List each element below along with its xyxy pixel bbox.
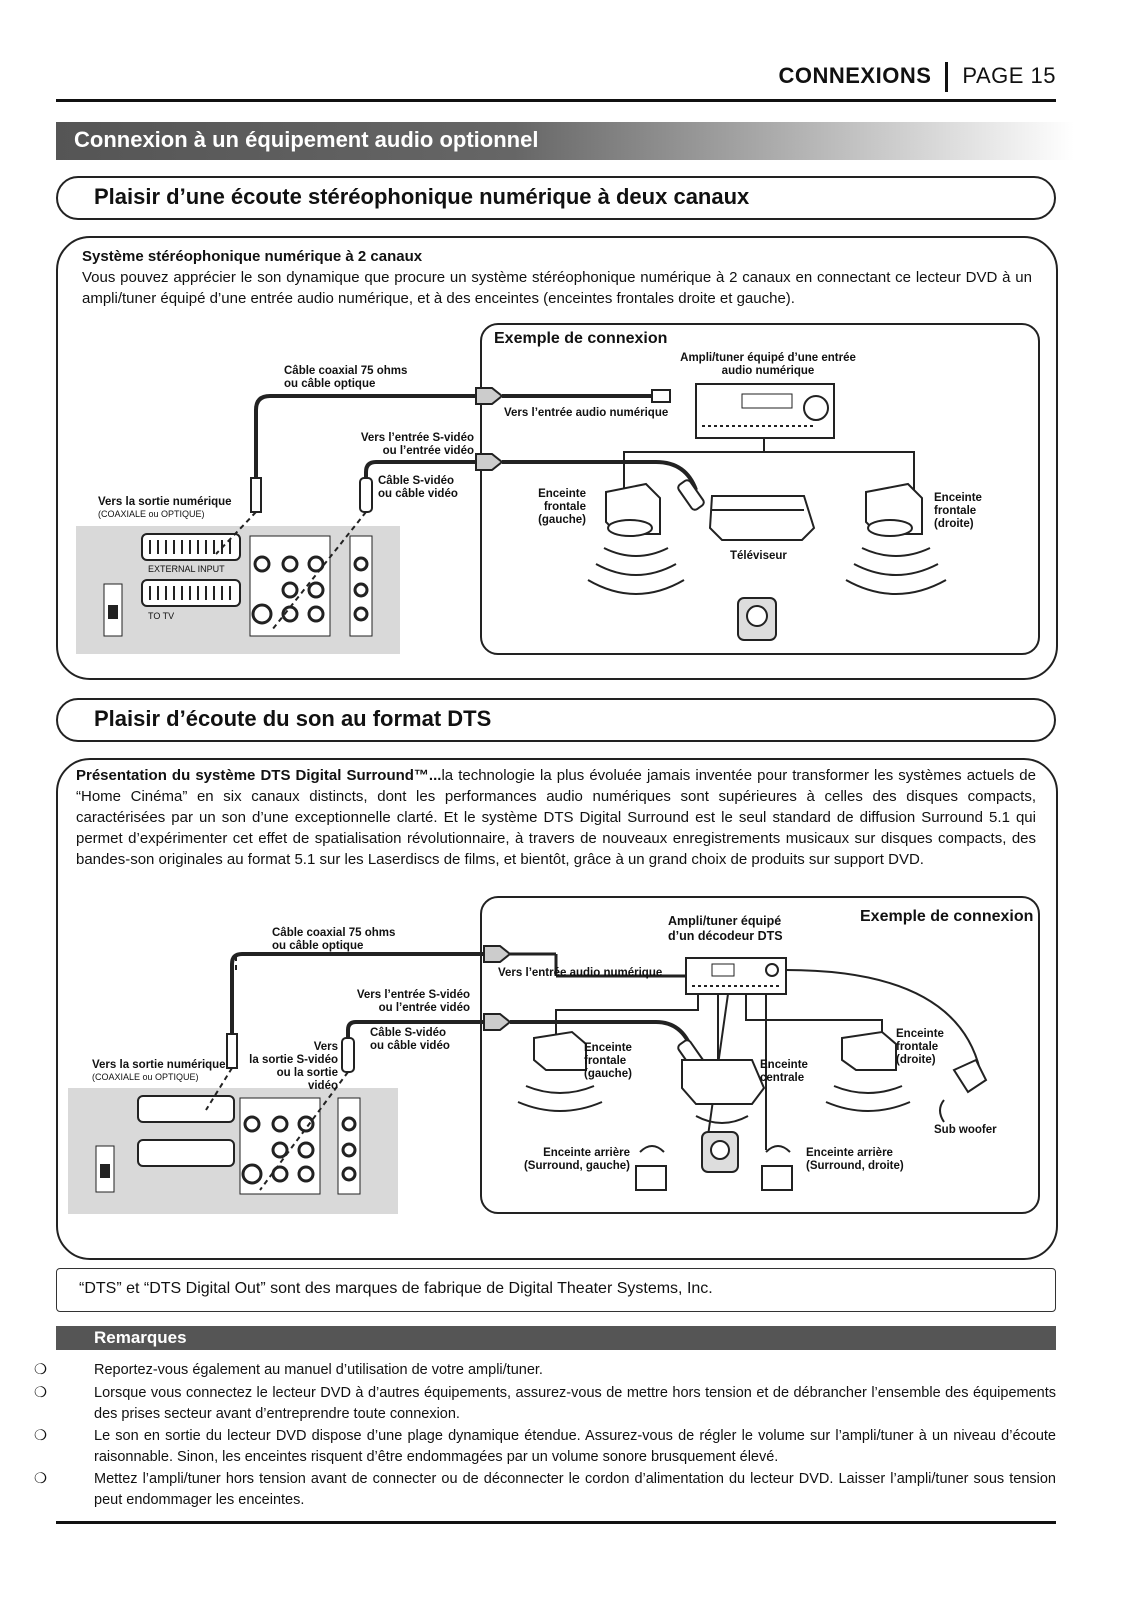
s2-to-digital-input: Vers l’entrée audio numérique bbox=[498, 967, 663, 979]
page-number: PAGE 15 bbox=[962, 62, 1056, 88]
notes-bar: Remarques bbox=[56, 1326, 1056, 1350]
header-divider bbox=[945, 62, 949, 92]
page-header: CONNEXIONS PAGE 15 bbox=[778, 62, 1056, 92]
front-left-speaker bbox=[587, 482, 685, 595]
header-rule bbox=[56, 99, 1056, 102]
section1-example-title: Exemple de connexion bbox=[494, 330, 668, 347]
note-text: Reportez-vous également au manuel d’util… bbox=[94, 1362, 543, 1378]
section1-text: Vous pouvez apprécier le son dynamique q… bbox=[82, 269, 1032, 307]
s2-digital-out: Vers la sortie numérique bbox=[92, 1059, 226, 1071]
s1-to-tv: TO TV bbox=[148, 611, 175, 621]
section2-heading: Plaisir d’écoute du son au format DTS bbox=[94, 706, 492, 731]
note-bullet: ❍ bbox=[34, 1385, 47, 1401]
section2-example-title: Exemple de connexion bbox=[860, 908, 1034, 925]
section2-example-box bbox=[480, 896, 1040, 1214]
note-item: ❍ Le son en sortie du lecteur DVD dispos… bbox=[34, 1426, 1056, 1468]
notes-title: Remarques bbox=[94, 1328, 187, 1347]
section1-heading: Plaisir d’une écoute stéréophonique numé… bbox=[94, 184, 750, 209]
front-l-jack bbox=[281, 555, 299, 573]
digital-cable-2 bbox=[230, 952, 484, 1040]
section1-example-box bbox=[480, 323, 1040, 655]
section1-intro: Système stéréophonique numérique à 2 can… bbox=[82, 246, 1032, 309]
listener-icon bbox=[737, 597, 777, 641]
front-r-jack bbox=[307, 555, 325, 573]
section2-text: la technologie la plus évoluée jamais in… bbox=[76, 767, 1036, 868]
section1-subheading: Système stéréophonique numérique à 2 can… bbox=[82, 248, 423, 265]
s2-rear-right-label: Enceinte arrière(Surround, droite) bbox=[806, 1147, 904, 1172]
optical-jack bbox=[108, 605, 118, 619]
svideo-jack bbox=[251, 603, 273, 625]
s1-digital-out: Vers la sortie numérique bbox=[98, 496, 232, 508]
rear-l-jack bbox=[281, 581, 299, 599]
note-item: ❍ Lorsque vous connectez le lecteur DVD … bbox=[34, 1383, 1056, 1425]
s2-digital-out-note: (COAXIALE ou OPTIQUE) bbox=[92, 1072, 199, 1082]
section2-intro: Présentation du système DTS Digital Surr… bbox=[76, 765, 1036, 870]
section1-diagram bbox=[76, 383, 947, 654]
trademark-text: “DTS” et “DTS Digital Out” sont des marq… bbox=[79, 1280, 713, 1297]
section2-diagram bbox=[68, 945, 988, 1214]
s1-digital-out-note: (COAXIALE ou OPTIQUE) bbox=[98, 509, 205, 519]
rear-r-jack bbox=[307, 581, 325, 599]
s2-sub-label: Sub woofer bbox=[934, 1124, 997, 1136]
front-right-speaker bbox=[845, 482, 947, 595]
section2-heading-pill: Plaisir d’écoute du son au format DTS bbox=[56, 698, 1056, 742]
note-item: ❍ Reportez-vous également au manuel d’ut… bbox=[34, 1360, 1056, 1381]
video-cable bbox=[364, 460, 476, 490]
section1-frame bbox=[56, 236, 1058, 680]
coaxial-jack bbox=[253, 555, 271, 573]
woofer-jack bbox=[307, 605, 325, 623]
s1-to-digital-input: Vers l’entrée audio numérique bbox=[504, 407, 669, 419]
s1-external-input: EXTERNAL INPUT bbox=[148, 564, 225, 574]
note-text: Mettez l’ampli/tuner hors tension avant … bbox=[94, 1471, 1056, 1508]
video-cable-2 bbox=[346, 1020, 484, 1042]
arrow-video bbox=[475, 453, 504, 471]
section2-frame bbox=[56, 758, 1058, 1260]
section1-heading-pill: Plaisir d’une écoute stéréophonique numé… bbox=[56, 176, 1056, 220]
s1-tv-label: Téléviseur bbox=[730, 550, 787, 562]
s2-rear-left-label: Enceinte arrière(Surround, gauche) bbox=[523, 1147, 630, 1172]
note-bullet: ❍ bbox=[34, 1471, 47, 1487]
note-bullet: ❍ bbox=[34, 1428, 47, 1444]
television bbox=[708, 495, 816, 541]
footer-rule bbox=[56, 1521, 1056, 1524]
note-item: ❍ Mettez l’ampli/tuner hors tension avan… bbox=[34, 1469, 1056, 1511]
banner-title: Connexion à un équipement audio optionne… bbox=[74, 127, 539, 152]
section-title: CONNEXIONS bbox=[778, 62, 932, 88]
section-banner: Connexion à un équipement audio optionne… bbox=[56, 122, 1074, 160]
digital-cable bbox=[254, 394, 476, 490]
section2-lead: Présentation du système DTS Digital Surr… bbox=[76, 767, 442, 784]
trademark-box: “DTS” et “DTS Digital Out” sont des marq… bbox=[56, 1268, 1056, 1312]
note-text: Lorsque vous connectez le lecteur DVD à … bbox=[94, 1385, 1056, 1422]
note-text: Le son en sortie du lecteur DVD dispose … bbox=[94, 1428, 1056, 1465]
arrow-digital bbox=[475, 387, 504, 405]
note-bullet: ❍ bbox=[34, 1362, 47, 1378]
